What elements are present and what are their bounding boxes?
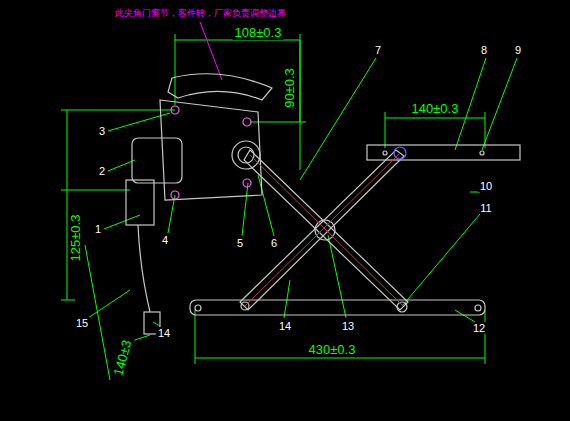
dimension-text: 430±0.3 — [307, 343, 358, 357]
dimension-text: 125±0.3 — [69, 213, 83, 264]
upper-channel — [367, 145, 520, 160]
callout-number: 13 — [340, 320, 356, 332]
callout-number: 3 — [97, 125, 107, 137]
note-leader — [200, 22, 222, 80]
motor-housing — [126, 180, 154, 225]
base-plate — [160, 100, 262, 200]
callout-number: 1 — [93, 223, 103, 235]
callout-number: 14 — [156, 327, 172, 339]
lower-rail — [190, 300, 485, 315]
arm-centerlines — [245, 154, 403, 306]
callout-number: 5 — [235, 237, 245, 249]
dimension-lines — [61, 34, 517, 380]
regulator-parts — [126, 74, 520, 334]
callout-number: 11 — [478, 202, 493, 214]
dimension-text: 108±0.3 — [233, 26, 284, 40]
dimension-text: 90±0.3 — [283, 66, 297, 110]
lift-arm — [244, 150, 408, 310]
sector-gear — [168, 74, 272, 100]
callout-number: 12 — [471, 322, 487, 334]
callout-number: 7 — [373, 44, 383, 56]
dimension-text: 140±0.3 — [410, 102, 461, 116]
callout-number: 2 — [97, 165, 107, 177]
pivot — [315, 220, 335, 240]
callout-number: 9 — [513, 44, 523, 56]
motor — [132, 138, 182, 183]
callout-number: 15 — [74, 317, 90, 329]
callout-number: 6 — [269, 237, 279, 249]
callout-number: 4 — [160, 234, 170, 246]
wire — [138, 225, 150, 312]
callout-number: 10 — [478, 180, 494, 192]
callout-number: 8 — [479, 44, 489, 56]
note-text: 此尖角门窗节，客件转，厂家负责调整边界 — [113, 9, 288, 19]
dimension-text: 140±3 — [111, 337, 135, 379]
equalizer-arm — [240, 150, 404, 310]
callout-number: 14 — [277, 320, 293, 332]
